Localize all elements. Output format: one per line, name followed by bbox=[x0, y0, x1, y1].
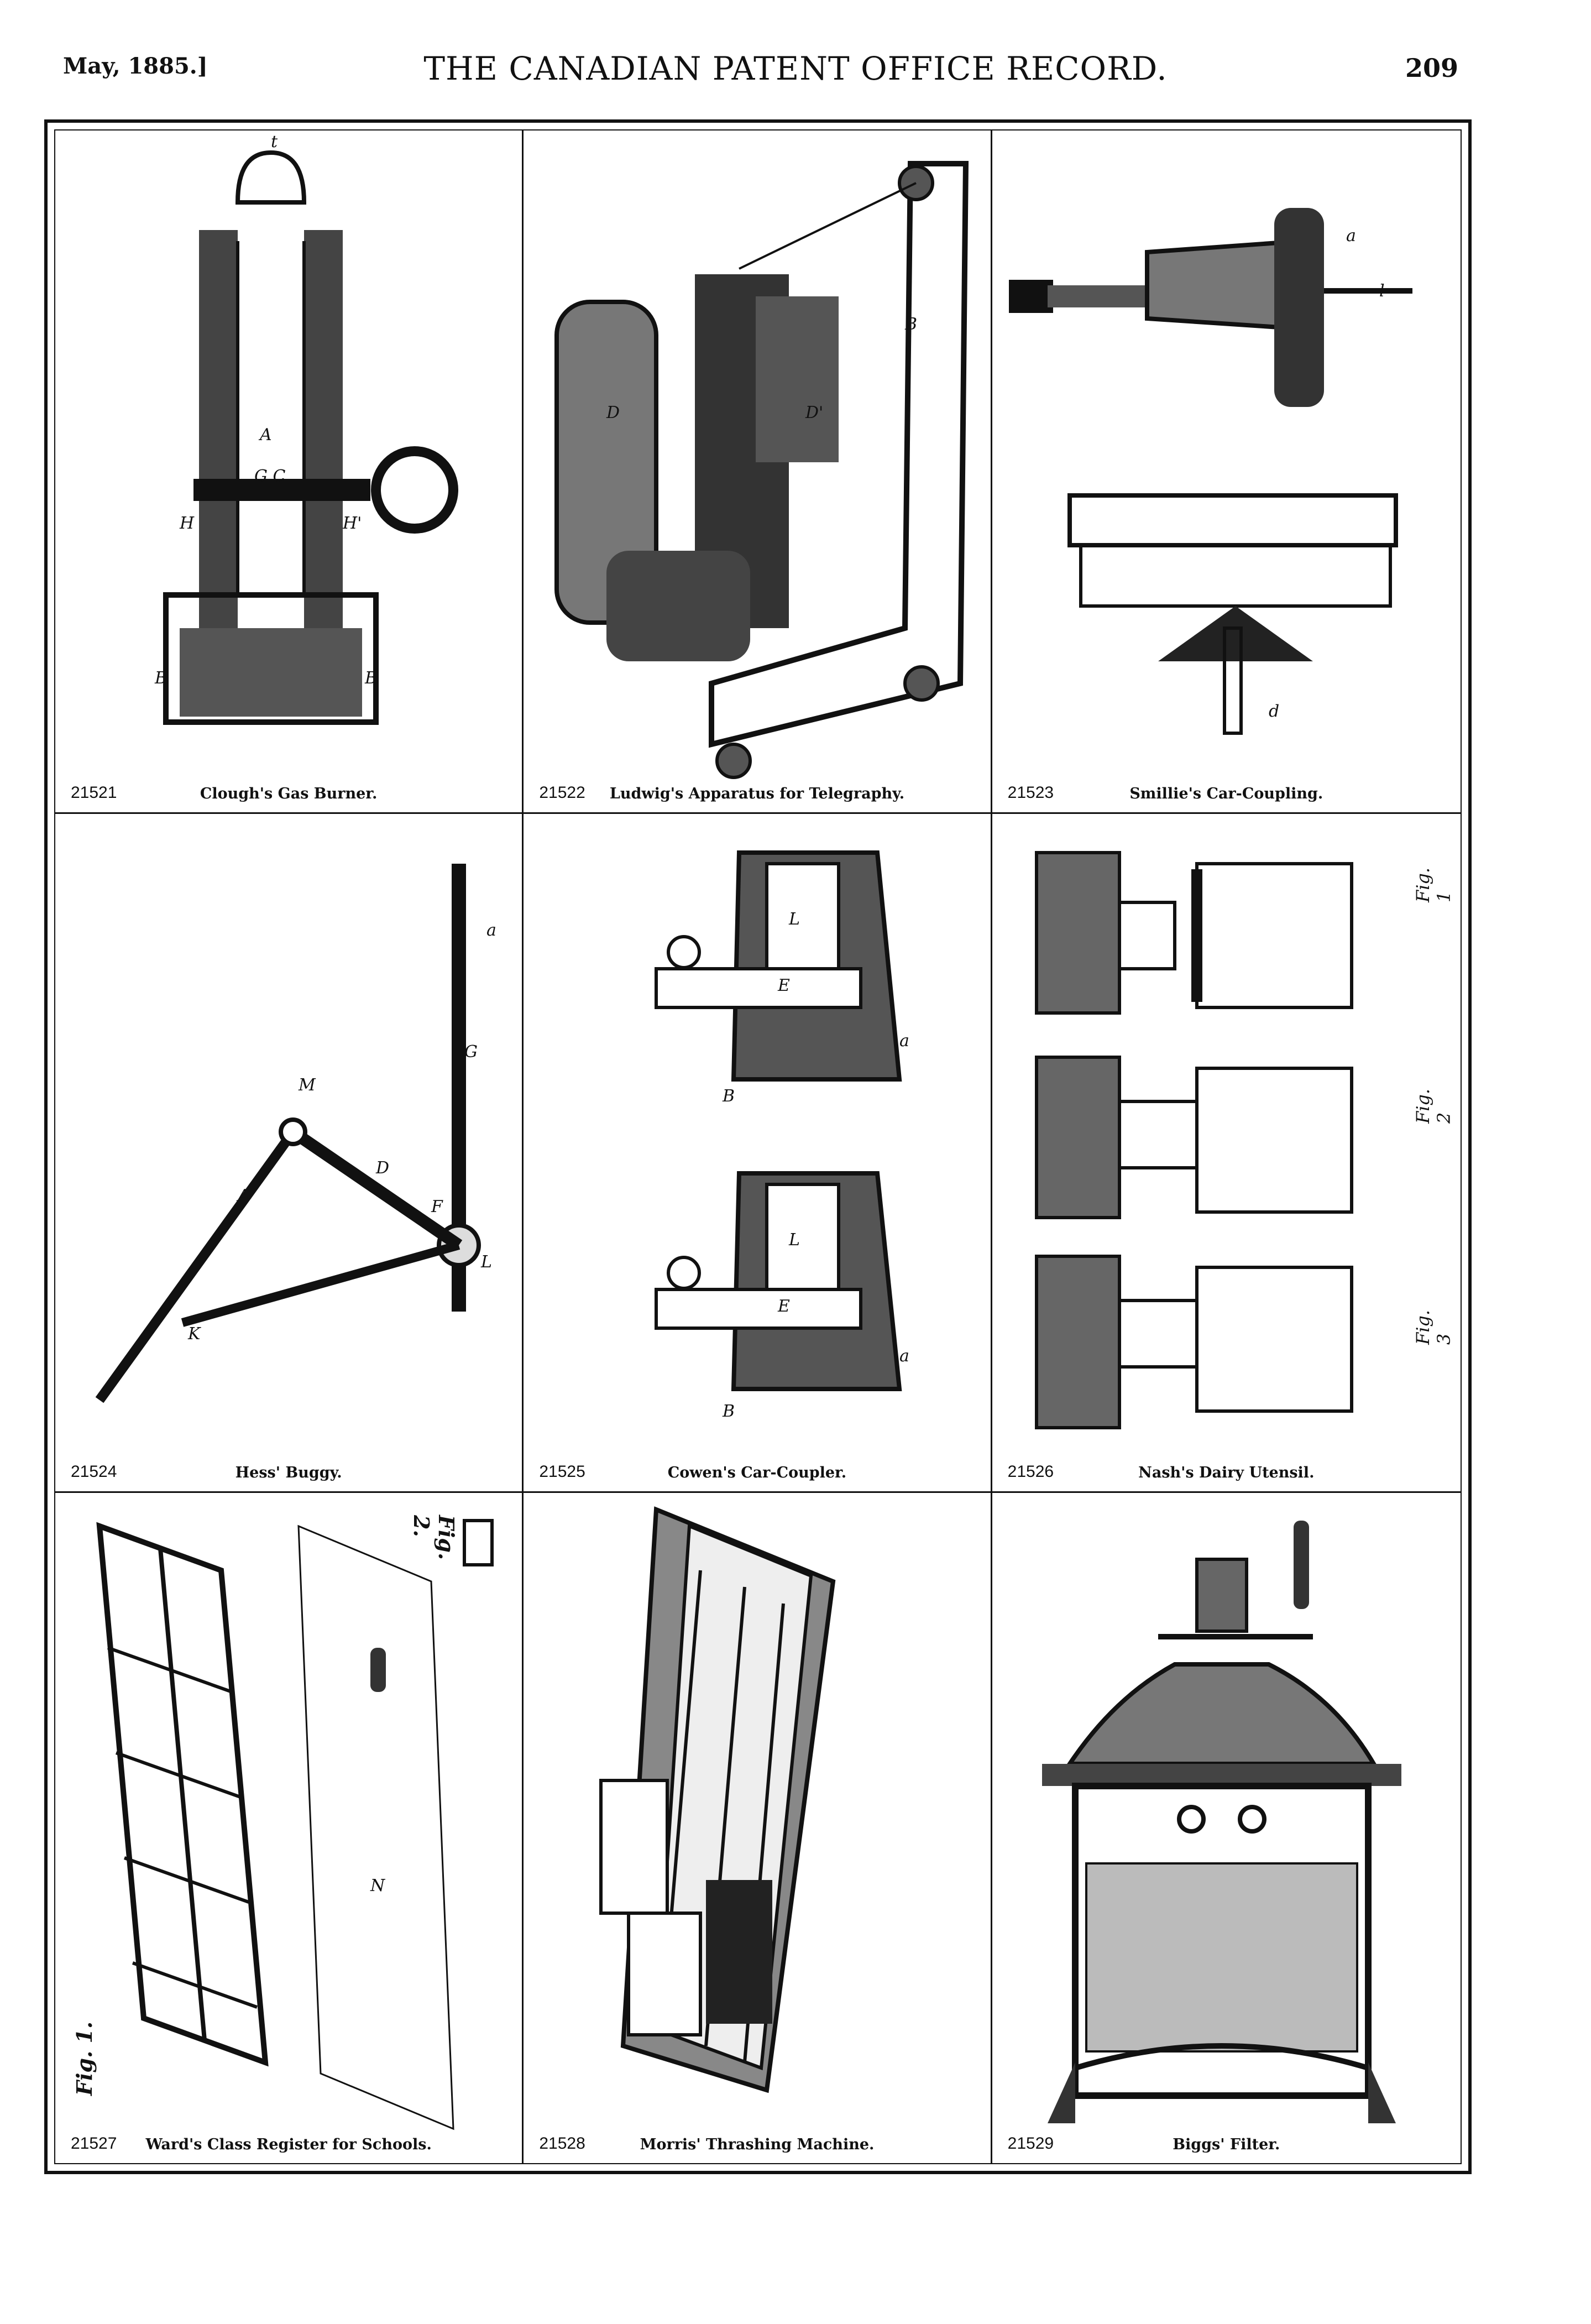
patent-number: 21529 bbox=[1007, 2134, 1054, 2153]
svg-text:l: l bbox=[1379, 281, 1385, 301]
nash-fig3-label: Fig. 3 bbox=[1412, 1309, 1454, 1345]
patent-number: 21523 bbox=[1007, 783, 1054, 802]
patent-cell-21529: 21529 Biggs' Filter. bbox=[992, 1493, 1461, 2163]
patent-grid: A G C H H' t B B 21521 Clough's Gas Burn… bbox=[55, 130, 1461, 2163]
patent-number: 21526 bbox=[1007, 1462, 1054, 1481]
utensil-view-2 bbox=[1034, 1055, 1353, 1219]
svg-text:H: H bbox=[179, 514, 195, 533]
svg-text:K: K bbox=[187, 1324, 201, 1344]
svg-text:D': D' bbox=[805, 403, 823, 422]
page-header: May, 1885.] THE CANADIAN PATENT OFFICE R… bbox=[0, 50, 1591, 103]
svg-text:a: a bbox=[899, 1346, 909, 1366]
illustration-frame: A G C H H' t B B 21521 Clough's Gas Burn… bbox=[44, 119, 1472, 2174]
ward-fig1-label: Fig. 1. bbox=[72, 2021, 97, 2096]
car-coupling-drawing: a l d bbox=[992, 130, 1461, 783]
svg-text:A: A bbox=[236, 1186, 250, 1205]
svg-text:D: D bbox=[375, 1158, 389, 1178]
patent-cell-21528: 21528 Morris' Thrashing Machine. bbox=[524, 1492, 992, 2163]
svg-text:E: E bbox=[777, 1297, 790, 1316]
ward-fig2-label: Fig. 2. bbox=[409, 1514, 459, 1560]
patent-cell-21524: A D F L G a M K 21524 Hess' Buggy. bbox=[55, 813, 524, 1493]
gas-burner-drawing: A G C H H' t B B bbox=[55, 130, 522, 783]
svg-text:G: G bbox=[464, 1042, 478, 1062]
utensil-view-3 bbox=[1034, 1254, 1353, 1429]
patent-name: Cowen's Car-Coupler. bbox=[667, 1464, 847, 1481]
svg-text:t: t bbox=[271, 132, 278, 152]
svg-text:L: L bbox=[788, 910, 800, 929]
svg-text:d: d bbox=[1269, 702, 1279, 721]
illustration-frame-inner: A G C H H' t B B 21521 Clough's Gas Burn… bbox=[54, 129, 1462, 2164]
patent-number: 21524 bbox=[71, 1462, 117, 1481]
filter-drawing bbox=[992, 1493, 1461, 2145]
patent-cell-21526: Fig. 1 Fig. 2 Fig. 3 21526 Nash's Dairy … bbox=[992, 814, 1461, 1493]
patent-name: Nash's Dairy Utensil. bbox=[1138, 1464, 1315, 1481]
caption-21521: 21521 Clough's Gas Burner. bbox=[55, 778, 522, 802]
patent-number: 21527 bbox=[71, 2134, 117, 2153]
svg-text:B: B bbox=[364, 669, 377, 688]
svg-text:L: L bbox=[480, 1252, 492, 1272]
caption-21526: 21526 Nash's Dairy Utensil. bbox=[992, 1457, 1461, 1481]
caption-21522: 21522 Ludwig's Apparatus for Telegraphy. bbox=[524, 778, 990, 802]
thrashing-machine-drawing bbox=[524, 1493, 990, 2145]
svg-text:M: M bbox=[298, 1075, 316, 1095]
buggy-drawing: A D F L G a M K bbox=[55, 814, 522, 1466]
patent-cell-21522: B D' D 21522 Ludwig's Apparatus for Tele… bbox=[524, 130, 992, 814]
dairy-utensil-drawing bbox=[992, 814, 1461, 1466]
patent-cell-21523: a l d 21523 Smillie's Car-Coupling. bbox=[992, 130, 1461, 814]
patent-number: 21522 bbox=[539, 783, 585, 802]
svg-text:H': H' bbox=[342, 514, 362, 533]
svg-text:D: D bbox=[606, 403, 620, 422]
svg-text:a: a bbox=[1346, 226, 1356, 246]
caption-21528: 21528 Morris' Thrashing Machine. bbox=[524, 2129, 990, 2153]
patent-name: Biggs' Filter. bbox=[1173, 2135, 1280, 2153]
patent-name: Ward's Class Register for Schools. bbox=[145, 2135, 432, 2153]
svg-text:B: B bbox=[722, 1087, 735, 1106]
svg-text:a: a bbox=[486, 921, 496, 940]
publication-title: THE CANADIAN PATENT OFFICE RECORD. bbox=[423, 50, 1168, 87]
patent-number: 21525 bbox=[539, 1462, 585, 1481]
patent-cell-21525: L E a B L E a B 21525 Cowen's Car-Couple… bbox=[524, 813, 992, 1493]
patent-cell-21521: A G C H H' t B B 21521 Clough's Gas Burn… bbox=[55, 130, 524, 814]
patent-name: Clough's Gas Burner. bbox=[200, 785, 378, 802]
nash-fig1-label: Fig. 1 bbox=[1412, 867, 1454, 902]
svg-text:B: B bbox=[722, 1402, 735, 1421]
class-register-drawing: N bbox=[55, 1493, 522, 2145]
patent-name: Morris' Thrashing Machine. bbox=[640, 2135, 875, 2153]
patent-number: 21521 bbox=[71, 783, 117, 802]
nash-fig2-label: Fig. 2 bbox=[1412, 1088, 1454, 1124]
caption-21527: 21527 Ward's Class Register for Schools. bbox=[55, 2129, 522, 2153]
car-coupler-drawing: L E a B L E a B bbox=[524, 814, 990, 1466]
caption-21523: 21523 Smillie's Car-Coupling. bbox=[992, 778, 1461, 802]
patent-name: Ludwig's Apparatus for Telegraphy. bbox=[609, 785, 905, 802]
issue-date: May, 1885.] bbox=[63, 53, 208, 79]
caption-21529: 21529 Biggs' Filter. bbox=[992, 2129, 1461, 2153]
svg-text:A: A bbox=[258, 425, 272, 445]
utensil-view-1 bbox=[1034, 850, 1353, 1015]
svg-text:G C: G C bbox=[254, 467, 286, 486]
patent-cell-21527: N Fig. 1. Fig. 2. 21527 Ward's Class Reg… bbox=[55, 1492, 524, 2163]
telegraphy-apparatus-drawing: B D' D bbox=[524, 130, 990, 783]
patent-name: Hess' Buggy. bbox=[235, 1464, 342, 1481]
svg-text:N: N bbox=[370, 1876, 386, 1895]
svg-text:B: B bbox=[904, 315, 917, 334]
caption-21525: 21525 Cowen's Car-Coupler. bbox=[524, 1457, 990, 1481]
svg-text:a: a bbox=[899, 1031, 909, 1051]
svg-text:B: B bbox=[154, 669, 167, 688]
svg-text:L: L bbox=[788, 1230, 800, 1250]
svg-text:E: E bbox=[777, 976, 790, 995]
patent-name: Smillie's Car-Coupling. bbox=[1129, 785, 1323, 802]
patent-number: 21528 bbox=[539, 2134, 585, 2153]
page-number: 209 bbox=[1405, 53, 1458, 83]
caption-21524: 21524 Hess' Buggy. bbox=[55, 1457, 522, 1481]
svg-text:F: F bbox=[431, 1197, 443, 1216]
